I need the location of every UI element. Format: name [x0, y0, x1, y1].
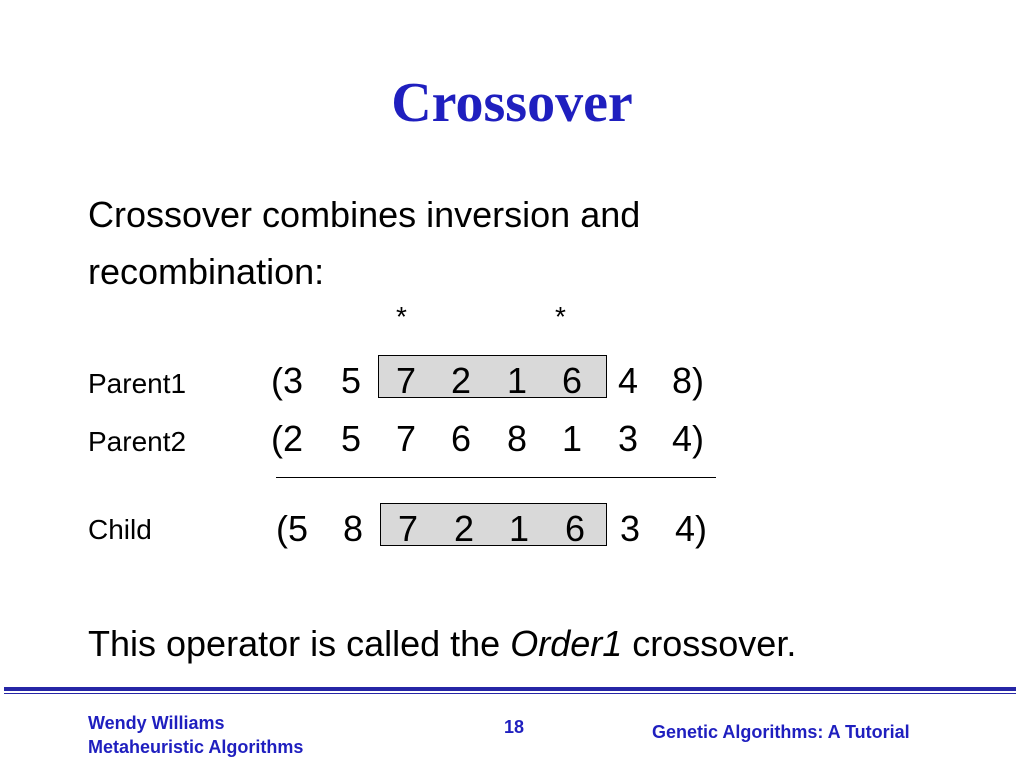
footer-rule-thick [4, 687, 1016, 691]
child-gene-5: 1 [509, 508, 530, 549]
parent1-gene-1: (3 [271, 360, 304, 401]
parent2-gene-5: 8 [507, 418, 528, 459]
parent1-gene-3: 7 [396, 360, 417, 401]
intro-text: Crossover combines inversion and recombi… [88, 186, 788, 300]
parent1-crossover-segment-box [378, 355, 607, 398]
child-gene-4: 2 [454, 508, 475, 549]
intro-line-2: recombination: [88, 251, 325, 292]
parent1-gene-2: 5 [341, 360, 362, 401]
closing-text-after: crossover. [622, 623, 797, 664]
parent2-gene-1: (2 [271, 418, 304, 459]
footer-author: Wendy Williams [88, 713, 225, 733]
parent2-label: Parent2 [88, 426, 187, 457]
parent1-gene-8: 8) [672, 360, 705, 401]
parent1-gene-5: 1 [507, 360, 528, 401]
child-sequence: (5 8 7 2 1 6 3 4) [0, 508, 1024, 550]
parent2-gene-4: 6 [451, 418, 472, 459]
child-label: Child [88, 514, 152, 545]
closing-statement: This operator is called the Order1 cross… [88, 620, 796, 668]
parent2-gene-8: 4) [672, 418, 705, 459]
child-crossover-segment-box [380, 503, 607, 546]
child-gene-6: 6 [565, 508, 586, 549]
intro-line-1: Crossover combines inversion and [88, 194, 641, 235]
footer-rule-thin [4, 693, 1016, 694]
child-gene-2: 8 [343, 508, 364, 549]
page-number: 18 [504, 717, 525, 737]
parent2-sequence: (2 5 7 6 8 1 3 4) [0, 418, 1024, 460]
parent2-gene-2: 5 [341, 418, 362, 459]
parent1-sequence: (3 5 7 2 1 6 4 8) [0, 360, 1024, 402]
child-gene-8: 4) [675, 508, 708, 549]
separator-rule [276, 477, 716, 478]
child-gene-1: (5 [276, 508, 309, 549]
parent1-label: Parent1 [88, 368, 187, 399]
parent2-gene-3: 7 [396, 418, 417, 459]
closing-text-before: This operator is called the [88, 623, 511, 664]
parent2-gene-6: 1 [562, 418, 583, 459]
crossover-point-marker-right: * [555, 301, 566, 332]
child-gene-3: 7 [398, 508, 419, 549]
parent1-gene-6: 6 [562, 360, 583, 401]
footer-course-title: Genetic Algorithms: A Tutorial [652, 722, 910, 742]
child-gene-7: 3 [620, 508, 641, 549]
order1-term: Order1 [510, 623, 623, 664]
parent2-gene-7: 3 [618, 418, 639, 459]
crossover-point-marker-left: * [396, 301, 407, 332]
parent1-gene-4: 2 [451, 360, 472, 401]
slide-title: Crossover [391, 72, 633, 134]
footer-subtitle: Metaheuristic Algorithms [88, 737, 304, 757]
parent1-gene-7: 4 [618, 360, 639, 401]
